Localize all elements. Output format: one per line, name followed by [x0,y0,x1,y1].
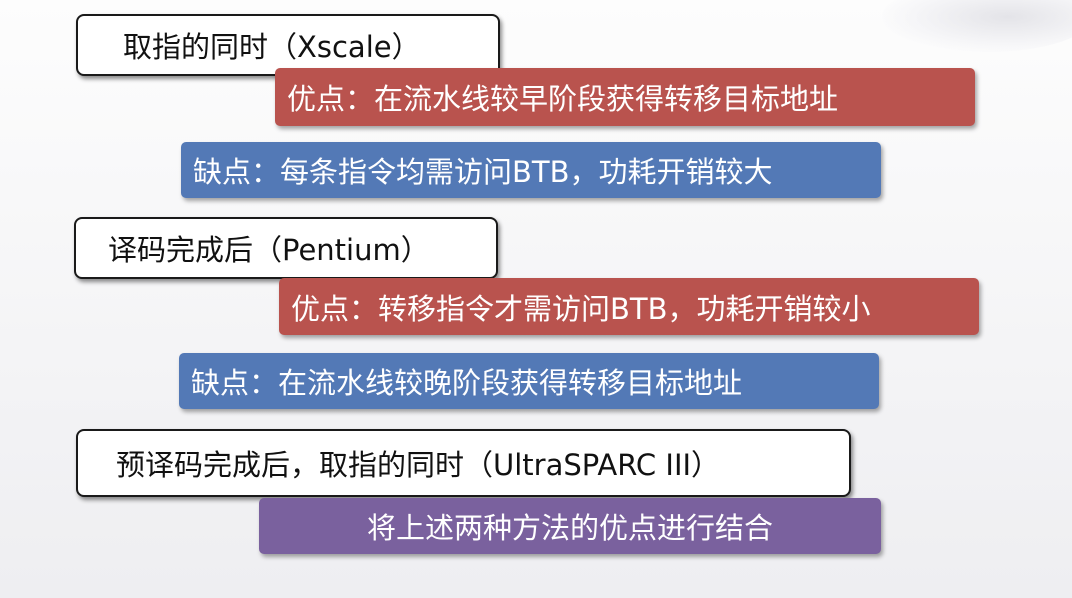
section-1-disadvantage-text: 缺点：每条指令均需访问BTB，功耗开销较大 [193,155,773,189]
section-2-advantage-text: 优点：转移指令才需访问BTB，功耗开销较小 [291,291,871,326]
section-2-heading-text: 译码完成后（Pentium） [108,233,430,267]
section-1-advantage: 优点：在流水线较早阶段获得转移目标地址 [275,68,975,126]
section-2-disadvantage: 缺点：在流水线较晚阶段获得转移目标地址 [179,353,879,409]
section-1-disadvantage: 缺点：每条指令均需访问BTB，功耗开销较大 [181,142,881,198]
section-2-advantage: 优点：转移指令才需访问BTB，功耗开销较小 [279,278,979,335]
section-3-heading: 预译码完成后，取指的同时（UltraSPARC III） [76,429,851,497]
section-2-disadvantage-text: 缺点：在流水线较晚阶段获得转移目标地址 [191,366,743,400]
corner-decoration [882,0,1072,52]
section-1-heading-text: 取指的同时（Xscale） [123,30,421,64]
section-3-summary-text: 将上述两种方法的优点进行结合 [366,511,773,545]
section-1-advantage-text: 优点：在流水线较早阶段获得转移目标地址 [287,82,839,116]
section-2-heading: 译码完成后（Pentium） [74,217,498,279]
section-3-heading-text: 预译码完成后，取指的同时（UltraSPARC III） [116,448,721,482]
section-1-heading: 取指的同时（Xscale） [76,14,500,76]
section-3-summary: 将上述两种方法的优点进行结合 [259,498,881,554]
